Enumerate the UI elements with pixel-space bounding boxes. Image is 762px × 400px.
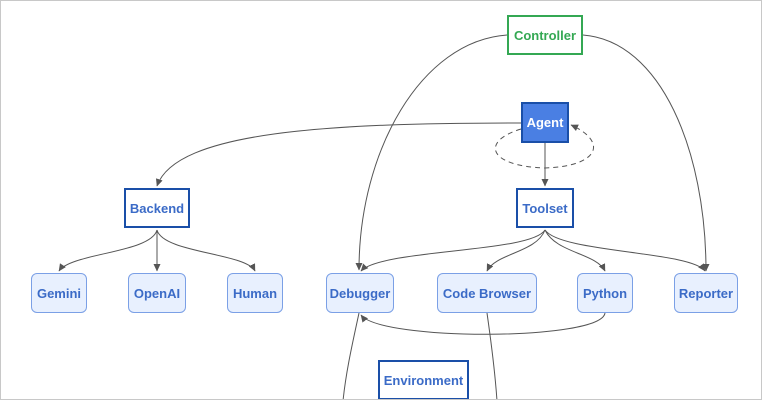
edge-controller-reporter [582, 34, 710, 272]
node-reporter: Reporter [674, 273, 738, 313]
node-debugger: Debugger [326, 273, 394, 313]
edge-python-debugger [360, 312, 606, 335]
node-toolset: Toolset [516, 188, 574, 228]
edge-toolset-debugger [360, 229, 546, 272]
node-controller: Controller [507, 15, 583, 55]
edge-debugger-down [342, 312, 360, 399]
node-gemini: Gemini [31, 273, 87, 313]
edge-backend-human [156, 229, 256, 272]
edge-controller-debugger [355, 34, 508, 271]
node-python: Python [577, 273, 633, 313]
edge-agent-backend [155, 122, 522, 187]
node-code-browser: Code Browser [437, 273, 537, 313]
node-human: Human [227, 273, 283, 313]
node-agent: Agent [521, 102, 569, 143]
edge-toolset-reporter [544, 229, 706, 272]
edge-backend-gemini [58, 229, 158, 272]
node-environment: Environment [378, 360, 469, 399]
node-openai: OpenAI [128, 273, 186, 313]
node-backend: Backend [124, 188, 190, 228]
edge-codebrowser-down [486, 312, 498, 399]
edge-agent-loop [494, 124, 595, 169]
edge-toolset-python [544, 229, 606, 272]
edge-toolset-codebrowser [486, 229, 546, 272]
